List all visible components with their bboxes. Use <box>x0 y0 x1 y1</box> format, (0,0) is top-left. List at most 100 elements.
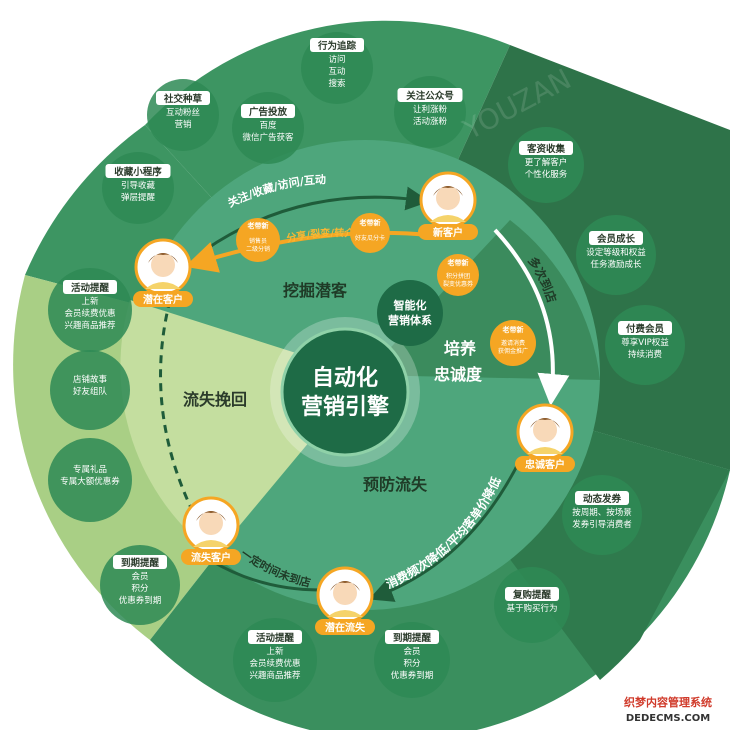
watermark-site-line1: 织梦内容管理系统 <box>624 695 712 709</box>
zone-label-right-2: 忠诚度 <box>434 365 483 384</box>
customer-label: 潜在客户 <box>143 293 183 306</box>
pill-line: 专属礼品 <box>73 464 107 475</box>
pill-line: 会员 <box>131 571 148 582</box>
svg-text:好友瓜分卡: 好友瓜分卡 <box>355 234 385 242</box>
pill-title: 到期提醒 <box>393 632 432 644</box>
pill-line: 百度 <box>259 120 277 131</box>
pill-line: 会员 <box>403 646 420 657</box>
svg-text:获佣金推广: 获佣金推广 <box>498 347 528 355</box>
svg-text:老带新: 老带新 <box>447 258 469 267</box>
pill-line: 专属大额优惠券 <box>60 476 120 487</box>
badge-4: 老带新 邀请消费 获佣金推广 <box>490 320 536 366</box>
info-pills: 行为追踪访问互动搜索社交种草互动粉丝营销广告投放百度微信广告获客关注公众号让利涨… <box>48 32 685 702</box>
pill-title: 会员成长 <box>597 233 636 245</box>
pill-line: 上新 <box>81 296 99 307</box>
center-line2: 营销引擎 <box>301 395 389 420</box>
pill-title: 活动提醒 <box>71 282 110 294</box>
zone-label-top: 挖掘潜客 <box>283 281 348 300</box>
customer-lost: 流失客户 <box>181 496 241 565</box>
svg-text:积分拼团: 积分拼团 <box>446 272 470 280</box>
pill-line: 设定等级和权益 <box>586 247 646 258</box>
pill-line: 优惠券到期 <box>391 670 434 681</box>
pill-line: 店铺故事 <box>73 374 108 385</box>
svg-text:老带新: 老带新 <box>502 325 524 334</box>
customer-potential: 潜在客户 <box>133 238 193 307</box>
pill-line: 让利涨粉 <box>413 104 448 115</box>
pill-line: 访问 <box>328 54 345 65</box>
pill-title: 到期提醒 <box>121 557 160 569</box>
customer-label: 忠诚客户 <box>525 458 565 471</box>
pill-line: 兴趣商品推荐 <box>64 320 116 331</box>
pill-line: 微信广告获客 <box>242 132 294 143</box>
pill-line: 兴趣商品推荐 <box>249 670 301 681</box>
pill-title: 关注公众号 <box>406 90 454 102</box>
pill-title: 社交种草 <box>163 93 203 105</box>
customer-loyal: 忠诚客户 <box>515 403 575 472</box>
svg-text:老带新: 老带新 <box>359 218 381 227</box>
center-circle <box>280 327 410 457</box>
pill-line: 更了解客户 <box>525 157 568 168</box>
watermark-site-line2: DEDECMS.COM <box>626 713 710 724</box>
badge-1: 老带新 销售员 二级分销 <box>236 218 280 262</box>
customer-new: 新客户 <box>418 171 478 240</box>
pill-line: 互动 <box>328 66 346 77</box>
pill-line: 个性化服务 <box>525 169 568 180</box>
pill-line: 搜索 <box>328 78 345 89</box>
pill-line: 好友组队 <box>73 386 108 397</box>
svg-text:销售员: 销售员 <box>249 237 267 245</box>
center-line1: 自动化 <box>312 365 378 391</box>
pill-title: 广告投放 <box>249 106 288 118</box>
pill-line: 优惠券到期 <box>119 595 162 606</box>
arc-left <box>209 558 321 592</box>
customer-label: 流失客户 <box>191 551 231 564</box>
pill-line: 弹层提醒 <box>121 192 156 203</box>
badges: 老带新 销售员 二级分销 老带新 好友瓜分卡 老带新 积分拼团 裂变优惠券 老带… <box>236 213 536 366</box>
arc-share <box>184 230 431 273</box>
sub-center-line1: 智能化 <box>394 298 427 312</box>
pill-line: 按周期、按场景 <box>572 507 632 518</box>
arc-bottom <box>368 459 522 602</box>
svg-text:老带新: 老带新 <box>247 221 269 230</box>
customer-at-risk: 潜在流失 <box>315 566 375 635</box>
sub-center-circle <box>377 280 443 346</box>
pill-line: 上新 <box>266 646 284 657</box>
svg-text:二级分销: 二级分销 <box>246 245 270 253</box>
pill-title: 付费会员 <box>626 323 665 335</box>
pill-title: 复购提醒 <box>512 589 552 601</box>
svg-text:邀请消费: 邀请消费 <box>501 339 525 347</box>
badge-2: 老带新 好友瓜分卡 <box>350 213 390 253</box>
pill-line: 积分 <box>403 658 421 669</box>
pill-line: 尊享VIP权益 <box>621 337 669 348</box>
arc-top <box>204 186 430 252</box>
arc-right <box>493 228 570 406</box>
customer-label: 潜在流失 <box>325 621 366 634</box>
pill-line: 活动涨粉 <box>413 116 448 127</box>
pill-line: 营销 <box>174 119 192 130</box>
pill-title: 行为追踪 <box>317 40 357 52</box>
zone-label-bottom: 预防流失 <box>363 475 428 494</box>
zone-label-right-1: 培养 <box>444 339 477 358</box>
pill-line: 互动粉丝 <box>166 107 201 118</box>
pill-line: 持续消费 <box>628 349 663 360</box>
pill-title: 客资收集 <box>526 143 566 155</box>
pill-line: 会员续费优惠 <box>64 308 115 319</box>
pill-line: 引导收藏 <box>121 180 156 191</box>
sub-center-line2: 营销体系 <box>388 313 432 327</box>
